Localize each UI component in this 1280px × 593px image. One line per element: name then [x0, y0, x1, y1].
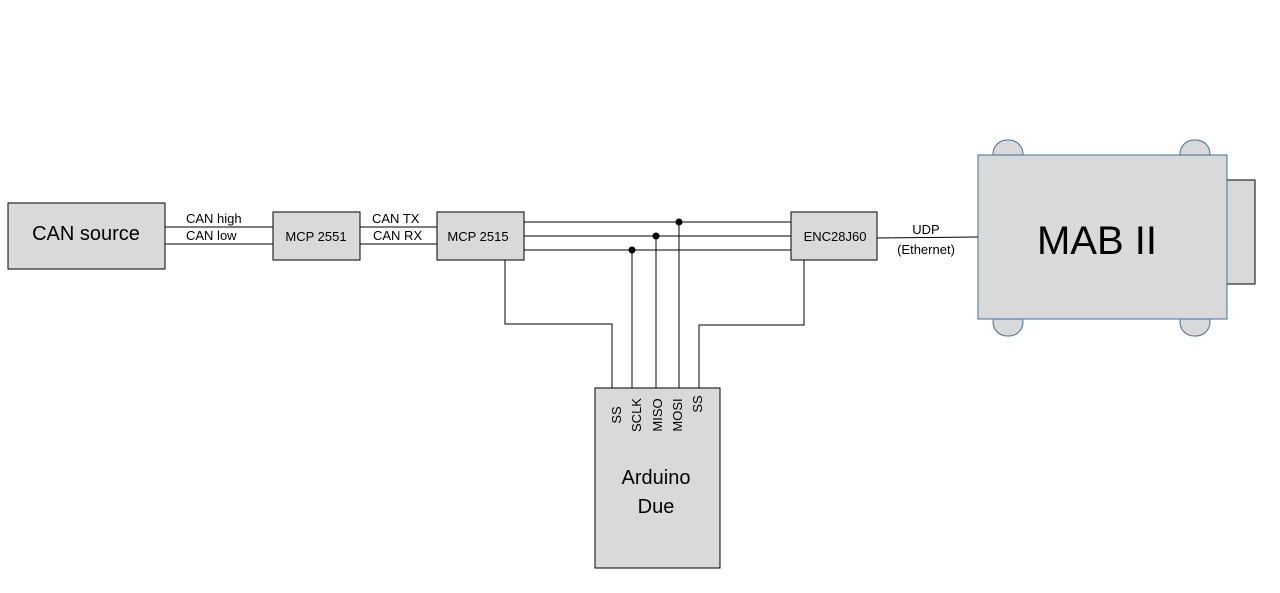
- arduino-label-line1: Arduino: [622, 467, 691, 489]
- enc28j60-block: ENC28J60: [790, 211, 878, 261]
- ss-mcp2515-wire: [504, 260, 613, 388]
- arduino-due-block: SS SCLK MISO MOSI SS Arduino Due: [594, 387, 721, 569]
- pin-ss-right-label: SS: [690, 395, 705, 413]
- mosi-junction: [675, 218, 683, 226]
- ethernet-label: (Ethernet): [897, 242, 955, 257]
- enc28j60-label: ENC28J60: [804, 229, 867, 244]
- arduino-label-line2: Due: [638, 496, 675, 518]
- pin-sclk-label: SCLK: [629, 398, 644, 432]
- pin-miso-label: MISO: [650, 398, 665, 431]
- can-source-block: CAN source: [7, 202, 166, 270]
- mcp2515-block: MCP 2515: [436, 211, 525, 261]
- can-tx-label: CAN TX: [372, 211, 420, 226]
- ss-enc28j60-wire: [698, 260, 805, 388]
- mab-robot: MAB II: [977, 139, 1256, 337]
- pin-ss-left-label: SS: [609, 406, 624, 424]
- can-rx-label: CAN RX: [373, 228, 422, 243]
- udp-wire: [876, 236, 979, 239]
- mab-label: MAB II: [1037, 219, 1157, 263]
- mab-front-bumper: [1226, 179, 1256, 285]
- can-low-label: CAN low: [186, 228, 237, 243]
- mcp2515-label: MCP 2515: [447, 229, 508, 244]
- mab-body: [977, 154, 1228, 320]
- pin-mosi-label: MOSI: [670, 398, 685, 431]
- can-high-label: CAN high: [186, 211, 242, 226]
- miso-junction: [652, 232, 660, 240]
- sclk-junction: [628, 246, 636, 254]
- udp-label: UDP: [912, 222, 939, 237]
- can-source-label: CAN source: [32, 223, 140, 245]
- mcp2551-label: MCP 2551: [285, 229, 346, 244]
- mcp2551-block: MCP 2551: [272, 211, 361, 261]
